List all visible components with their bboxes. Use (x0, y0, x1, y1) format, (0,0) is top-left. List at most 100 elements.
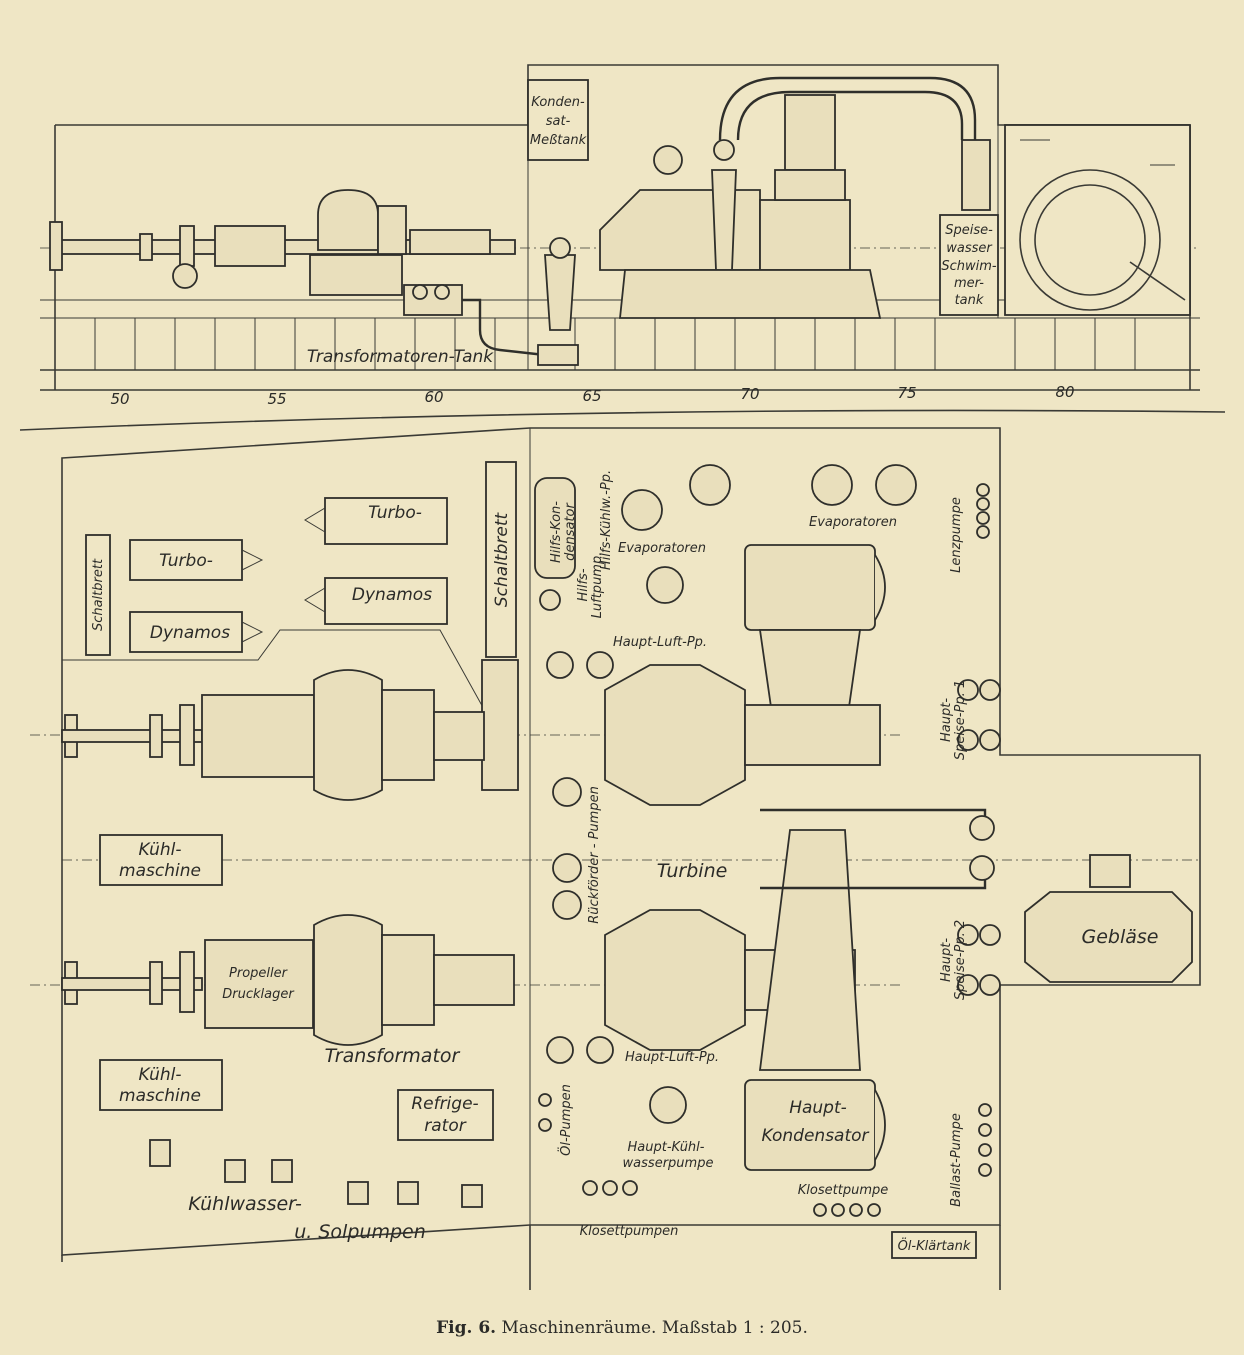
turbine-foundation (619, 269, 882, 319)
kuehlmaschine-1-label-2: maschine (119, 861, 201, 881)
evaporatoren-2-label: Evaporatoren (809, 515, 897, 530)
haupt-kuehlwasserpumpe (649, 1086, 687, 1124)
oel-klaertank-label: Öl-Klärtank (898, 1237, 971, 1254)
kuehlwasser-pumps (149, 1139, 483, 1208)
turbine-governor (713, 139, 735, 161)
geblaese-label: Gebläse (1082, 926, 1159, 948)
dynamos-2-nozzle (304, 587, 326, 613)
hilfs-luftpumpe (539, 589, 561, 611)
turbine-lp (759, 199, 851, 271)
figure-caption: Fig. 6. Maschinenräume. Maßstab 1 : 205. (0, 1318, 1244, 1338)
propeller-drucklager (204, 939, 314, 1029)
blower-housing (1004, 124, 1191, 316)
hilfs-luftpump-label-1: Hilfs- (576, 568, 591, 601)
hilfs-kondensator-main (744, 544, 876, 631)
stbd-transformer-end (381, 934, 435, 1026)
flow-arrows (1020, 139, 1175, 166)
kondensat-label-2: sat- (546, 114, 571, 129)
aux-pump-1 (412, 284, 428, 300)
switch-column (481, 659, 519, 791)
shaft-bearing-block (172, 263, 198, 289)
kondensat-tank (527, 79, 589, 161)
haupt-speise-1-label-1: Haupt- (939, 698, 954, 742)
speisewasser-label-3: Schwim- (941, 259, 997, 274)
vertical-pump (544, 254, 576, 331)
transformer-rotor (317, 189, 379, 251)
turbo-2-nozzle (304, 507, 326, 533)
evaporator-1 (621, 489, 663, 531)
klosettpumpen (582, 1180, 638, 1196)
transformer-coupling (409, 229, 491, 255)
dynamos-2-label: Dynamos (352, 585, 432, 605)
feed-pipe-upper (760, 808, 987, 830)
blower-inner (1034, 184, 1146, 296)
turbo-1-label: Turbo- (159, 551, 213, 571)
blower-outlet (1129, 261, 1186, 301)
kuehlwasser-label-1: Kühlwasser- (188, 1193, 302, 1215)
view-separator (19, 409, 1226, 431)
haupt-luft-1-label: Haupt-Luft-Pp. (613, 635, 707, 650)
turbine-stbd (604, 909, 746, 1051)
port-transformer (313, 669, 383, 801)
haupt-speise-2 (957, 924, 1001, 996)
turbine-port-lp (744, 704, 881, 766)
kuehlmaschine-2 (99, 1059, 223, 1111)
evaporator-2 (689, 464, 731, 506)
evaporatoren-1-label: Evaporatoren (618, 541, 706, 556)
steam-pipe (718, 76, 977, 141)
frame-number: 80 (1055, 383, 1074, 401)
speisewasser-label-1: Speise- (945, 223, 993, 238)
frame-ticks (94, 318, 1136, 370)
turbine-label: Turbine (657, 860, 728, 882)
refrigerator-label-2: rator (424, 1116, 466, 1136)
kuehlmaschine-1 (99, 834, 223, 886)
evaporator-4 (875, 464, 917, 506)
hull-deck-line (55, 64, 1190, 126)
transformator-label: Transformator (325, 1045, 461, 1067)
haupt-kondensator-label-2: Kondensator (761, 1126, 869, 1146)
port-transformer-end (381, 689, 435, 781)
turbine-column (711, 169, 737, 271)
ballast-pumpe (978, 1103, 992, 1177)
condenser-cap-lower (874, 1089, 886, 1161)
frame-number: 65 (582, 387, 601, 405)
haupt-luft-pumpe-2 (546, 1036, 614, 1064)
haupt-speise-2-label-1: Haupt- (939, 938, 954, 982)
lenzpumpe (976, 483, 990, 539)
stbd-shaft (61, 977, 203, 991)
vertical-pump-head (549, 237, 571, 259)
frame-number: 75 (897, 384, 916, 402)
turbine-port (604, 664, 746, 806)
schaltbrett-left-label: Schaltbrett (91, 558, 106, 631)
frame-number: 70 (740, 385, 759, 403)
hilfskondensator-label-1: Hilfs-Kon- (549, 501, 564, 563)
thrust-block (214, 225, 286, 267)
schaltbrett-mid-label: Schaltbrett (492, 512, 512, 608)
frame-number: 50 (110, 390, 129, 408)
shaft-flange (49, 221, 63, 271)
plan-hull (61, 427, 1201, 1256)
haupt-kondensator-label-1: Haupt- (789, 1098, 847, 1118)
oel-klaertank (891, 1231, 977, 1259)
dynamos-1-nozzle (241, 621, 264, 643)
oel-pumpen (538, 1093, 552, 1132)
dynamos-1-label: Dynamos (150, 623, 230, 643)
hilfs-kuehlw-label: Hilfs-Kühlw.-Pp. (599, 470, 614, 570)
haupt-luft-2-label: Haupt-Luft-Pp. (625, 1050, 719, 1065)
rueckfoerder-pumps (552, 777, 582, 920)
stbd-transformer (313, 914, 383, 1046)
figure-caption-text: Maschinenräume. Maßstab 1 : 205. (501, 1318, 808, 1338)
hull-bottom-marks (61, 1225, 1001, 1290)
stbd-bearing (179, 951, 195, 1013)
stbd-coupling (149, 961, 163, 1005)
speisewasser-label-4: mer- (954, 276, 984, 291)
transformer-base (309, 254, 403, 296)
haupt-kuehlwasserpumpe-label-2: wasserpumpe (623, 1156, 714, 1171)
turbo-1-nozzle (241, 549, 264, 571)
klosettpumpen-label: Klosettpumpen (580, 1224, 679, 1239)
hilfskondensator-label-2: densator (563, 502, 578, 561)
refrigerator (397, 1089, 494, 1141)
hilfskondensator (534, 477, 576, 579)
kondensat-label-1: Konden- (531, 95, 585, 110)
